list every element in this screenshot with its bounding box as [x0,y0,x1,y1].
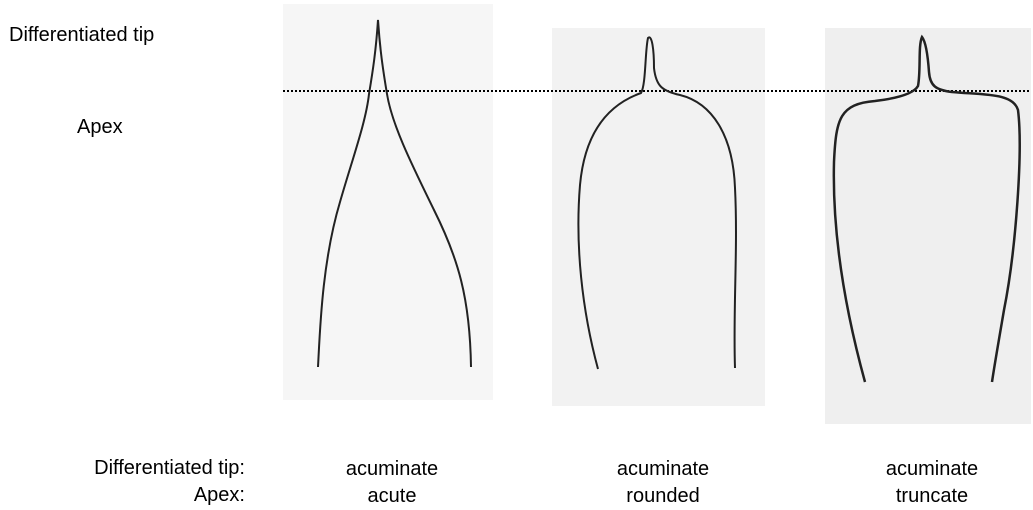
column-tip-value: acuminate [292,456,492,483]
column-apex-value: rounded [563,483,763,510]
column-apex-value: truncate [832,483,1032,510]
column-caption-acute: acuminate acute [292,456,492,510]
column-tip-value: acuminate [563,456,763,483]
column-apex-value: acute [292,483,492,510]
row-label-apex: Apex: [194,483,245,507]
leaf-outline-acute [318,20,471,367]
column-caption-rounded: acuminate rounded [563,456,763,510]
apex-label: Apex [77,115,123,139]
leaf-outline-rounded [578,37,736,369]
leaf-outline-truncate [834,37,1020,382]
column-tip-value: acuminate [832,456,1032,483]
column-caption-truncate: acuminate truncate [832,456,1032,510]
row-label-differentiated-tip: Differentiated tip: [94,456,245,480]
differentiated-tip-label: Differentiated tip [9,23,154,47]
